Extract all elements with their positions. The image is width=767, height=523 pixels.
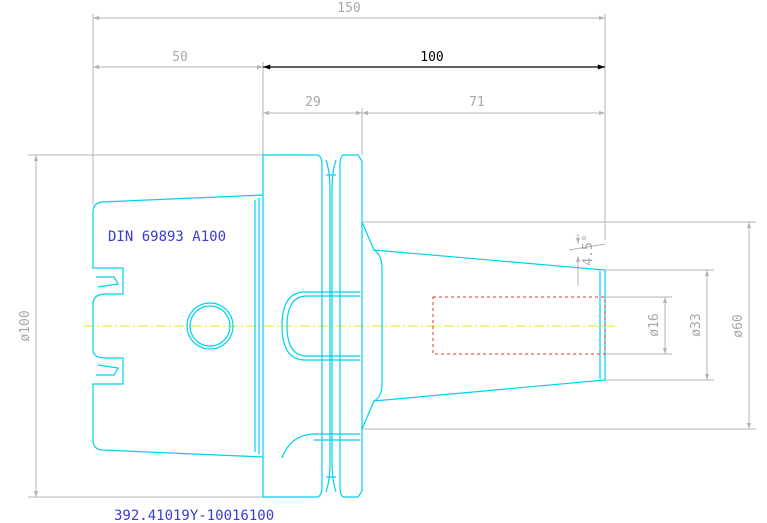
- dim-flange-diameter: ø100: [18, 155, 39, 497]
- dim-flange-to-taper-label: 50: [172, 50, 188, 65]
- dim-gauge-length-label: 100: [420, 50, 443, 65]
- dim-bore-diameter-label: ø16: [647, 313, 662, 336]
- part-number: 392.41019Y-10016100: [114, 508, 274, 523]
- dim-collar-length-label: 29: [305, 95, 321, 110]
- dim-bore-diameter: ø16: [647, 297, 668, 354]
- dim-collar-length: 29: [263, 95, 362, 116]
- flange: [262, 154, 363, 498]
- dim-taper-angle-label: 4.5°: [581, 234, 596, 265]
- drive-hole: [186, 302, 234, 350]
- dim-nose-diameter: ø33: [689, 270, 710, 380]
- hsk-shank: [92, 194, 264, 458]
- dim-base-diameter: ø60: [731, 222, 752, 429]
- dim-shank-length-label: 71: [469, 95, 485, 110]
- hidden-bore: [432, 296, 606, 355]
- dim-flange-diameter-label: ø100: [18, 310, 33, 341]
- dim-flange-to-taper: 50: [93, 50, 263, 70]
- dim-base-diameter-label: ø60: [731, 314, 746, 337]
- dim-overall-length-label: 150: [337, 1, 360, 16]
- extension-lines: [28, 14, 756, 498]
- v-groove-slot: [281, 291, 360, 361]
- dim-nose-diameter-label: ø33: [689, 313, 704, 336]
- dim-overall-length: 150: [93, 1, 605, 21]
- dim-shank-length: 71: [362, 95, 605, 116]
- dim-taper-angle: 4.5°: [568, 234, 606, 286]
- standard-label: DIN 69893 A100: [108, 229, 226, 245]
- dim-gauge-length: 100: [263, 50, 605, 70]
